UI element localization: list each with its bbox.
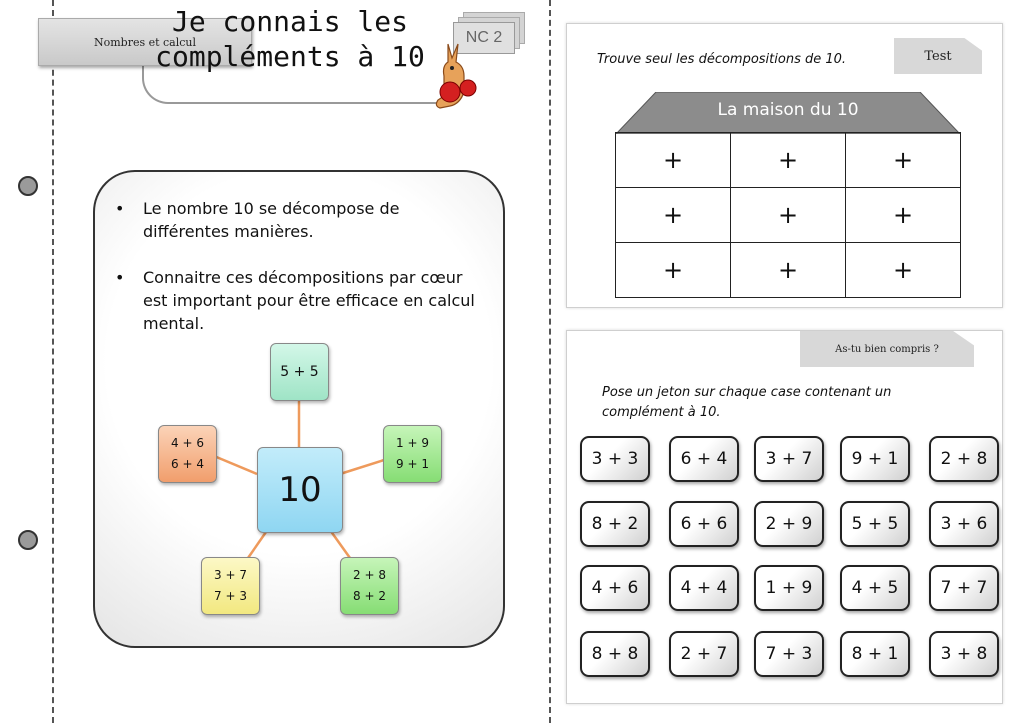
quiz-chip[interactable]: 3 + 6 <box>929 501 999 547</box>
table-row: + + + <box>615 242 961 298</box>
house-roof <box>616 92 960 134</box>
quiz-chip[interactable]: 6 + 6 <box>669 501 739 547</box>
quiz-chip[interactable]: 4 + 6 <box>580 565 650 611</box>
node-line: 8 + 2 <box>353 589 386 603</box>
quiz-chip[interactable]: 7 + 3 <box>754 631 824 677</box>
section-label: Nombres et calcul <box>93 35 197 49</box>
house-cell[interactable]: + <box>615 187 731 243</box>
bullet-dot: • <box>115 199 125 218</box>
test-tab: Test <box>894 38 982 74</box>
house-cell[interactable]: + <box>615 132 731 188</box>
fold-line <box>549 0 551 723</box>
binder-hole-bottom <box>18 530 38 550</box>
decorative-curve <box>142 50 444 104</box>
node-line: 2 + 8 <box>353 568 386 582</box>
quiz-chip[interactable]: 3 + 3 <box>580 436 650 482</box>
page-title: Je connais les compléments à 10 <box>155 5 425 73</box>
node-line: 9 + 1 <box>396 457 429 471</box>
lesson-bullet-2: • Connaitre ces décompositions par cœur … <box>115 266 478 335</box>
section-scroll-banner: Nombres et calcul <box>38 18 252 66</box>
node-4-6: 4 + 6 6 + 4 <box>158 425 217 483</box>
quiz-chip[interactable]: 2 + 8 <box>929 436 999 482</box>
quiz-chip[interactable]: 4 + 4 <box>669 565 739 611</box>
node-line: 1 + 9 <box>396 436 429 450</box>
quiz-chip[interactable]: 2 + 9 <box>754 501 824 547</box>
node-line: 6 + 4 <box>171 457 204 471</box>
test-instruction: Trouve seul les décompositions de 10. <box>597 52 847 67</box>
node-2-8: 2 + 8 8 + 2 <box>340 557 399 615</box>
bullet-dot: • <box>115 268 125 287</box>
left-binding-line <box>52 0 54 723</box>
quiz-chip[interactable]: 1 + 9 <box>754 565 824 611</box>
quiz-chip[interactable]: 3 + 7 <box>754 436 824 482</box>
node-1-9: 1 + 9 9 + 1 <box>383 425 442 483</box>
nc-badge: NC 2 <box>453 22 515 54</box>
kangaroo-boxing-icon <box>435 43 477 109</box>
quiz-instruction-line1: Pose un jeton sur chaque case contenant … <box>602 385 892 400</box>
quiz-chip[interactable]: 8 + 1 <box>840 631 910 677</box>
lesson-bullet-1: • Le nombre 10 se décompose de différent… <box>115 197 473 243</box>
table-row: + + + <box>615 132 961 188</box>
quiz-chip[interactable]: 9 + 1 <box>840 436 910 482</box>
node-line: 3 + 7 <box>214 568 247 582</box>
quiz-chip[interactable]: 2 + 7 <box>669 631 739 677</box>
center-number: 10 <box>257 447 343 533</box>
quiz-chip[interactable]: 4 + 5 <box>840 565 910 611</box>
quiz-tab: As-tu bien compris ? <box>800 331 974 367</box>
house-title: La maison du 10 <box>717 100 859 120</box>
house-cell[interactable]: + <box>845 132 961 188</box>
quiz-chip[interactable]: 8 + 8 <box>580 631 650 677</box>
quiz-instruction-line2: complément à 10. <box>602 405 721 420</box>
house-cell[interactable]: + <box>730 187 846 243</box>
node-line: 7 + 3 <box>214 589 247 603</box>
house-cell[interactable]: + <box>845 242 961 298</box>
house-cell[interactable]: + <box>730 242 846 298</box>
center-number-text: 10 <box>278 470 322 510</box>
quiz-chip[interactable]: 7 + 7 <box>929 565 999 611</box>
house-cell[interactable]: + <box>730 132 846 188</box>
house-cell[interactable]: + <box>615 242 731 298</box>
binder-hole-top <box>18 176 38 196</box>
house-grid: + + + + + + + + + <box>615 132 961 298</box>
node-line: 5 + 5 <box>280 364 319 380</box>
bullet-text: Connaitre ces décompositions par cœur es… <box>143 268 475 333</box>
quiz-chip[interactable]: 8 + 2 <box>580 501 650 547</box>
bullet-text: Le nombre 10 se décompose de différentes… <box>143 199 400 241</box>
quiz-chip[interactable]: 6 + 4 <box>669 436 739 482</box>
house-cell[interactable]: + <box>845 187 961 243</box>
quiz-chip[interactable]: 3 + 8 <box>929 631 999 677</box>
node-line: 4 + 6 <box>171 436 204 450</box>
quiz-chip[interactable]: 5 + 5 <box>840 501 910 547</box>
table-row: + + + <box>615 187 961 243</box>
node-5-5: 5 + 5 <box>270 343 329 401</box>
node-3-7: 3 + 7 7 + 3 <box>201 557 260 615</box>
